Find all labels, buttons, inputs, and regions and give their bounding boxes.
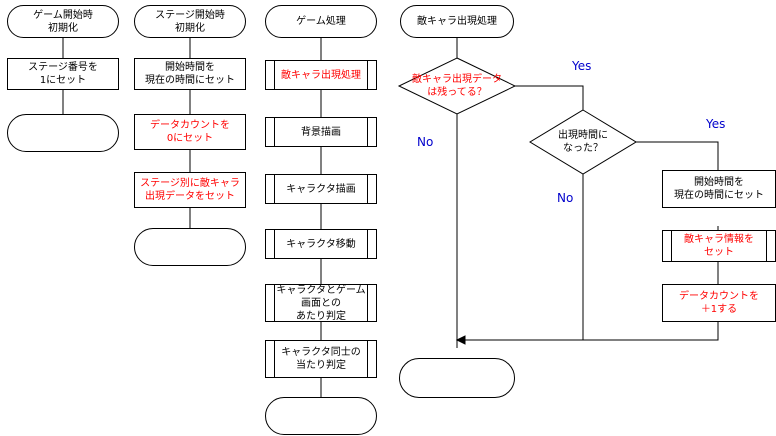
col3-background-draw: 背景描画 bbox=[265, 117, 377, 147]
decision-diamond-data-remaining bbox=[397, 57, 517, 115]
col4-start-terminal: 敵キャラ出現処理 bbox=[400, 5, 514, 38]
col3-enemy-appear-subprocess: 敵キャラ出現処理 bbox=[265, 60, 377, 90]
col3-screen-hit-check: キャラクタとゲーム 画面との あたり判定 bbox=[265, 284, 377, 322]
connector-line bbox=[636, 141, 719, 170]
col2-end-terminal bbox=[134, 228, 246, 266]
col2-reset-data-count: データカウントを 0にセット bbox=[134, 114, 246, 150]
decision-data-remaining-label: 敵キャラ出現データ は残ってる？ bbox=[412, 74, 502, 98]
connector-line bbox=[462, 322, 719, 341]
col2-start-terminal: ステージ開始時 初期化 bbox=[134, 5, 246, 38]
col1-start-terminal: ゲーム開始時 初期化 bbox=[7, 5, 119, 38]
col3-end-terminal bbox=[265, 397, 377, 435]
col3-character-draw: キャラクタ描画 bbox=[265, 174, 377, 204]
connector-line bbox=[515, 85, 584, 110]
col4-set-start-time: 開始時間を 現在の時間にセット bbox=[662, 170, 776, 208]
no-label-decision2: No bbox=[557, 191, 574, 205]
no-label-decision1: No bbox=[417, 135, 434, 149]
yes-label-decision1: Yes bbox=[572, 59, 592, 73]
col1-end-terminal bbox=[7, 114, 119, 152]
col3-character-move: キャラクタ移動 bbox=[265, 229, 377, 259]
col2-set-enemy-data: ステージ別に敵キャラ 出現データをセット bbox=[134, 172, 246, 208]
col1-set-stage-number: ステージ番号を 1にセット bbox=[7, 58, 119, 90]
decision-diamond-appear-time bbox=[529, 109, 637, 175]
col4-end-terminal bbox=[399, 358, 515, 398]
arrowhead bbox=[455, 335, 466, 345]
col4-set-enemy-info: 敵キャラ情報を セット bbox=[662, 230, 776, 262]
col3-start-terminal: ゲーム処理 bbox=[265, 5, 377, 38]
decision-appear-time-label: 出現時間に なった？ bbox=[558, 130, 608, 154]
yes-label-decision2: Yes bbox=[706, 117, 726, 131]
col4-increment-data-count: データカウントを ＋1する bbox=[662, 284, 776, 322]
col3-character-hit-check: キャラクタ同士の 当たり判定 bbox=[265, 340, 377, 378]
col2-set-start-time: 開始時間を 現在の時間にセット bbox=[134, 58, 246, 90]
